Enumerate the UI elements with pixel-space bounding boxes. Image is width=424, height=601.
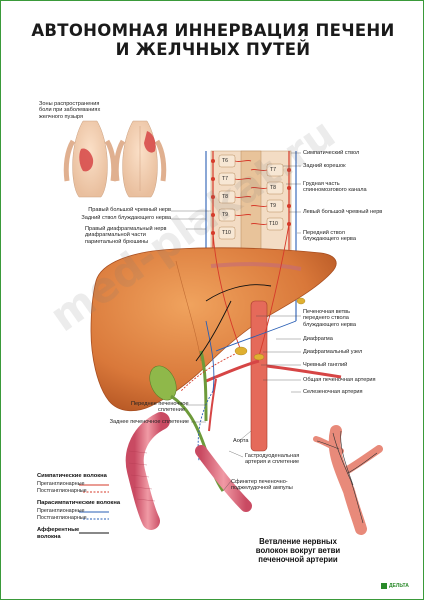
aorta — [205, 300, 342, 452]
vertebra-label: T6 — [222, 158, 229, 164]
label-posterior-hepatic-plexus: Заднее печеночное сплетение — [109, 419, 189, 425]
logo-mark — [381, 583, 387, 589]
gallbladder — [149, 365, 177, 401]
label-diaphragm: Диафрагма — [303, 336, 333, 342]
torso-front — [63, 120, 117, 198]
label-celiac-ganglion: Чревный ганглий — [303, 362, 348, 368]
legend-swatches — [79, 484, 109, 534]
title-line-2: И ЖЕЛЧНЫХ ПУТЕЙ — [115, 40, 311, 59]
vertebra-label: T10 — [222, 230, 231, 236]
legend-para-pre: Преганглионарные — [37, 508, 85, 514]
vertebra-label: T8 — [222, 194, 229, 200]
spinal-column — [205, 150, 297, 321]
legend-parasympathetic-title: Парасимпатические волокна — [37, 500, 121, 506]
label-aorta: Аорта — [233, 438, 249, 444]
poster-title: АВТОНОМНАЯ ИННЕРВАЦИЯ ПЕЧЕНИ И ЖЕЛЧНЫХ П… — [1, 21, 424, 59]
duodenum — [125, 412, 252, 530]
leader-lines — [171, 152, 301, 492]
vertebra-label: T8 — [270, 185, 277, 191]
legend-sym-pre: Преганглионарные — [37, 481, 85, 487]
label-posterior-vagal-trunk: Задний ствол блуждающего нерва — [81, 215, 171, 221]
vertebra-label: T7 — [222, 176, 229, 182]
legend-para-post: Постганглионарные — [37, 515, 87, 521]
vertebra-label: T7 — [270, 167, 277, 173]
legend-sym-post: Постганглионарные — [37, 488, 87, 494]
title-line-1: АВТОНОМНАЯ ИННЕРВАЦИЯ ПЕЧЕНИ — [31, 21, 395, 40]
label-common-hepatic-artery: Общая печеночная артерия — [303, 377, 376, 383]
publisher-logo: ДЕЛЬТА — [389, 583, 409, 589]
vertebra-label: T10 — [269, 221, 278, 227]
label-posterior-root: Задний корешок — [303, 163, 346, 169]
label-left-greater-splanchnic: Левый большой чревный нерв — [303, 209, 383, 215]
label-splenic-artery: Селезеночная артерия — [303, 389, 363, 395]
ganglia — [234, 297, 306, 361]
pain-zones-label: Зоны распространения боли при заболевани… — [39, 101, 101, 120]
label-diaphragmatic-ganglion: Диафрагмальный узел — [303, 349, 363, 355]
inset-artery-branch — [313, 425, 383, 535]
label-right-greater-splanchnic: Правый большой чревный нерв — [88, 207, 171, 213]
legend-sympathetic-title: Симпатические волокна — [37, 473, 107, 479]
label-sympathetic-trunk: Симпатический ствол — [303, 150, 360, 156]
inset-caption: Ветвление нервных волокон вокруг ветви п… — [255, 537, 341, 564]
label-sphincter: Сфинктер печеночно-поджелудочной ампулы — [231, 479, 293, 492]
vertebra-label: T9 — [270, 203, 277, 209]
torso-back — [113, 120, 167, 198]
vertebra-label: T9 — [222, 212, 229, 218]
